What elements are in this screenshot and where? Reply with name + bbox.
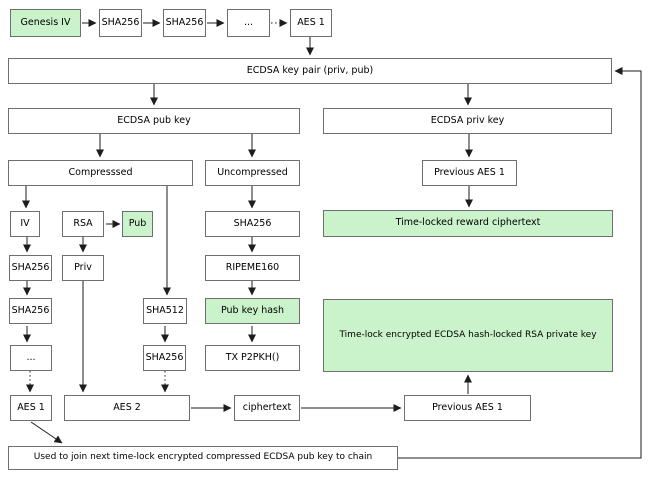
node-sha256-top-2: SHA256 (163, 9, 206, 37)
node-ecdsa-pub-key: ECDSA pub key (8, 108, 300, 134)
node-timelock-rsa-key: Time-lock encrypted ECDSA hash-locked RS… (323, 299, 613, 372)
node-rsa-pub: Pub (122, 211, 153, 237)
node-tx-p2pkh: TX P2PKH() (205, 345, 300, 371)
node-rsa-priv: Priv (62, 255, 104, 281)
node-genesis-iv: Genesis IV (10, 9, 81, 37)
node-iv: IV (10, 211, 40, 237)
node-sha512: SHA512 (143, 298, 187, 324)
node-aes1-top: AES 1 (290, 9, 332, 37)
node-aes1-bottom: AES 1 (10, 395, 52, 421)
node-sha256-mid: SHA256 (143, 345, 186, 371)
node-rsa: RSA (62, 211, 104, 237)
node-sha256-uncompressed: SHA256 (205, 211, 300, 237)
node-sha256-iv-1: SHA256 (9, 255, 52, 281)
node-ecdsa-key-pair: ECDSA key pair (priv, pub) (8, 58, 612, 84)
node-previous-aes1-upper: Previous AES 1 (422, 160, 517, 186)
arrow-aes1-to-chain-note (30, 421, 63, 444)
node-sha256-top-1: SHA256 (99, 9, 142, 37)
node-ellipsis-left: ... (10, 345, 52, 371)
node-ellipsis-top: ... (227, 9, 270, 37)
node-uncompressed: Uncompressed (205, 160, 300, 186)
node-ecdsa-priv-key: ECDSA priv key (323, 108, 612, 134)
node-chain-note: Used to join next time-lock encrypted co… (8, 446, 398, 470)
node-ciphertext: ciphertext (234, 395, 300, 421)
node-compressed: Compresssed (8, 160, 193, 186)
node-sha256-iv-2: SHA256 (9, 298, 52, 324)
node-pub-key-hash: Pub key hash (205, 298, 300, 324)
node-ripeme160: RIPEME160 (205, 255, 300, 281)
node-timelocked-reward: Time-locked reward ciphertext (323, 210, 613, 237)
node-aes2: AES 2 (64, 395, 190, 421)
node-previous-aes1-lower: Previous AES 1 (404, 395, 531, 421)
arrow-chain-note-feedback-to-keypair (398, 67, 642, 459)
